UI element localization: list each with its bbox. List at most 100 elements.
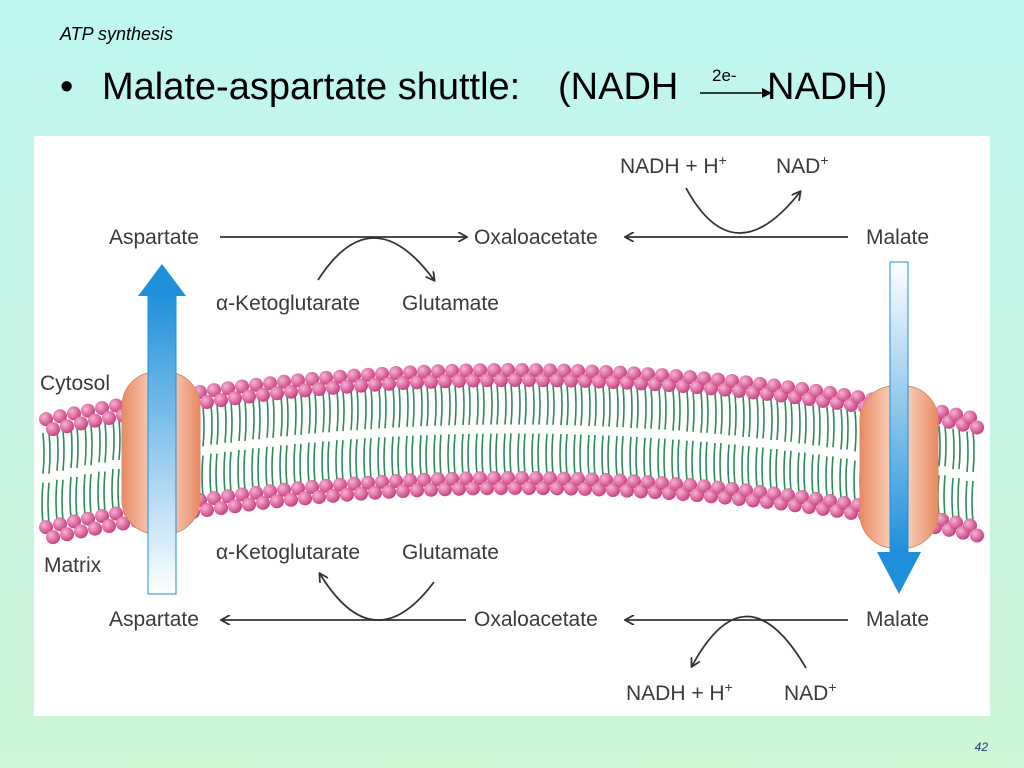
lipid-head — [291, 481, 305, 496]
lipid-head — [410, 375, 424, 390]
lipid-head — [935, 512, 949, 527]
slide-header: ATP synthesis — [60, 24, 174, 44]
lipid-head — [109, 506, 123, 521]
lipid-head — [508, 373, 522, 388]
lipid-head — [613, 365, 627, 380]
lipid-head — [298, 383, 312, 398]
lipid-head — [235, 379, 249, 394]
lipid-tail — [971, 431, 975, 522]
lipid-head — [39, 520, 53, 535]
matrix-oxaloacetate: Oxaloacetate — [474, 608, 598, 631]
lipid-head — [333, 369, 347, 384]
lipid-head — [417, 472, 431, 487]
lipid-tail — [699, 392, 703, 483]
lipid-head — [319, 370, 333, 385]
malate-import-arrow — [877, 261, 921, 594]
lipid-tail — [61, 430, 65, 521]
cytosol-nadh-curve-arrow — [685, 187, 800, 234]
lipid-head — [963, 410, 977, 425]
lipid-head — [487, 471, 501, 486]
lipid-head — [697, 479, 711, 494]
lipid-head — [417, 364, 431, 379]
lipid-head — [389, 366, 403, 381]
lipid-head — [480, 373, 494, 388]
lipid-head — [438, 482, 452, 497]
lipid-head — [767, 486, 781, 501]
lipid-head — [627, 366, 641, 381]
lipid-tail — [691, 391, 695, 482]
lipid-head — [326, 488, 340, 503]
lipid-tail — [601, 385, 605, 477]
lipid-head — [256, 495, 270, 510]
lipid-head — [214, 501, 228, 516]
nadh-right: NADH) — [767, 66, 888, 108]
lipid-head — [431, 364, 445, 379]
lipid-head — [109, 398, 123, 413]
lipid-tail — [377, 387, 381, 478]
electron-label: 2e- — [712, 66, 737, 85]
lipid-head — [823, 385, 837, 400]
lipid-head — [228, 391, 242, 406]
lipid-head — [641, 475, 655, 490]
matrix-kg-curve-arrow — [320, 574, 435, 621]
lipid-head — [613, 473, 627, 488]
lipid-head — [473, 363, 487, 378]
lipid-head — [529, 471, 543, 486]
lipid-tail — [503, 383, 507, 475]
lipid-head — [669, 477, 683, 492]
lipid-head — [67, 406, 81, 421]
lipid-tail — [797, 402, 801, 494]
lipid-head — [312, 382, 326, 397]
lipid-head — [74, 416, 88, 431]
matrix-malate: Malate — [866, 608, 929, 631]
lipid-tail — [349, 389, 353, 480]
lipid-tail — [965, 431, 969, 522]
lipid-head — [515, 363, 529, 378]
lipid-tail — [433, 385, 437, 476]
lipid-head — [284, 384, 298, 399]
lipid-head — [753, 484, 767, 499]
lipid-tail — [307, 392, 311, 484]
lipid-head — [438, 374, 452, 389]
lipid-head — [970, 420, 984, 435]
lipid-tail — [839, 408, 843, 500]
cytosol-kg-curve-arrow — [317, 237, 434, 280]
lipid-tail — [831, 406, 835, 497]
lipid-head — [81, 403, 95, 418]
lipid-tail — [587, 385, 591, 476]
lipid-tail — [89, 424, 93, 515]
lipid-head — [74, 524, 88, 539]
lipid-head — [88, 521, 102, 536]
lipid-head — [949, 515, 963, 530]
lipid-tail — [727, 394, 731, 486]
lipid-tail — [103, 421, 107, 513]
lipid-tail — [97, 421, 101, 513]
lipid-tail — [313, 392, 317, 484]
lipid-tail — [223, 402, 227, 493]
lipid-head — [466, 481, 480, 496]
lipid-tail — [615, 386, 619, 477]
lipid-head — [851, 390, 865, 405]
lipid-head — [242, 389, 256, 404]
lipid-head — [725, 481, 739, 496]
lipid-tail — [447, 384, 451, 475]
lipid-tail — [783, 401, 787, 492]
lipid-head — [823, 493, 837, 508]
lipid-tail — [733, 394, 737, 486]
lipid-head — [340, 379, 354, 394]
lipid-tail — [251, 398, 255, 489]
lipid-head — [116, 516, 130, 531]
lipid-head — [270, 494, 284, 509]
lipid-tail — [419, 385, 423, 476]
lipid-tail — [713, 393, 717, 484]
lipid-head — [564, 481, 578, 496]
lipid-tail — [369, 388, 373, 479]
lipid-head — [200, 503, 214, 518]
lipid-tail — [335, 390, 339, 481]
lipid-head — [522, 373, 536, 388]
bullet-dot: • — [60, 66, 74, 108]
matrix-nadh: NADH + H+ — [626, 679, 733, 705]
lipid-head — [550, 373, 564, 388]
lipid-tail — [685, 391, 689, 482]
lipid-tail — [747, 396, 751, 487]
